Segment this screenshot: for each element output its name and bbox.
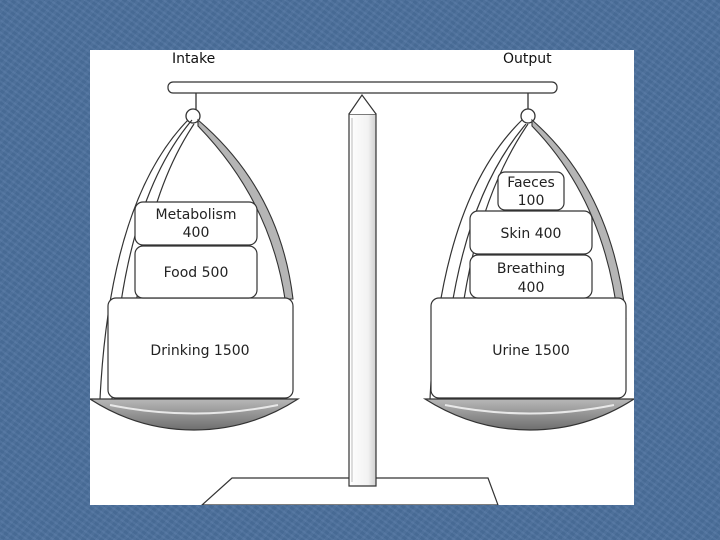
output-breathing-label: Breathing [497,261,565,277]
output-breathing-box: Breathing 400 [469,254,593,299]
output-skin-box: Skin 400 [469,210,593,255]
output-breathing-value: 400 [518,280,545,296]
intake-food-box: Food 500 [134,245,258,299]
intake-heading: Intake [172,51,215,67]
balance-scale-diagram: Intake Output Drinking 1500 Food [90,51,634,505]
scale-beam [167,81,558,94]
scale-base [201,477,499,505]
output-faeces-box: Faeces 100 [497,171,565,211]
output-faeces-label: Faeces [507,175,555,191]
intake-drinking-box: Drinking 1500 [107,297,294,399]
intake-food-label: Food 500 [164,265,229,281]
right-pan [422,398,634,431]
intake-drinking-label: Drinking 1500 [150,343,249,359]
intake-metabolism-box: Metabolism 400 [134,201,258,246]
intake-metabolism-value: 400 [183,225,210,241]
output-faeces-value: 100 [518,193,545,209]
intake-metabolism-label: Metabolism [156,207,237,223]
output-skin-label: Skin 400 [501,226,562,242]
scale-post [348,93,377,487]
balance-scale-figure: Intake Output Drinking 1500 Food [90,50,634,505]
left-pan [90,398,301,431]
output-urine-label: Urine 1500 [492,343,569,359]
output-urine-box: Urine 1500 [430,297,627,399]
output-heading: Output [503,51,552,67]
